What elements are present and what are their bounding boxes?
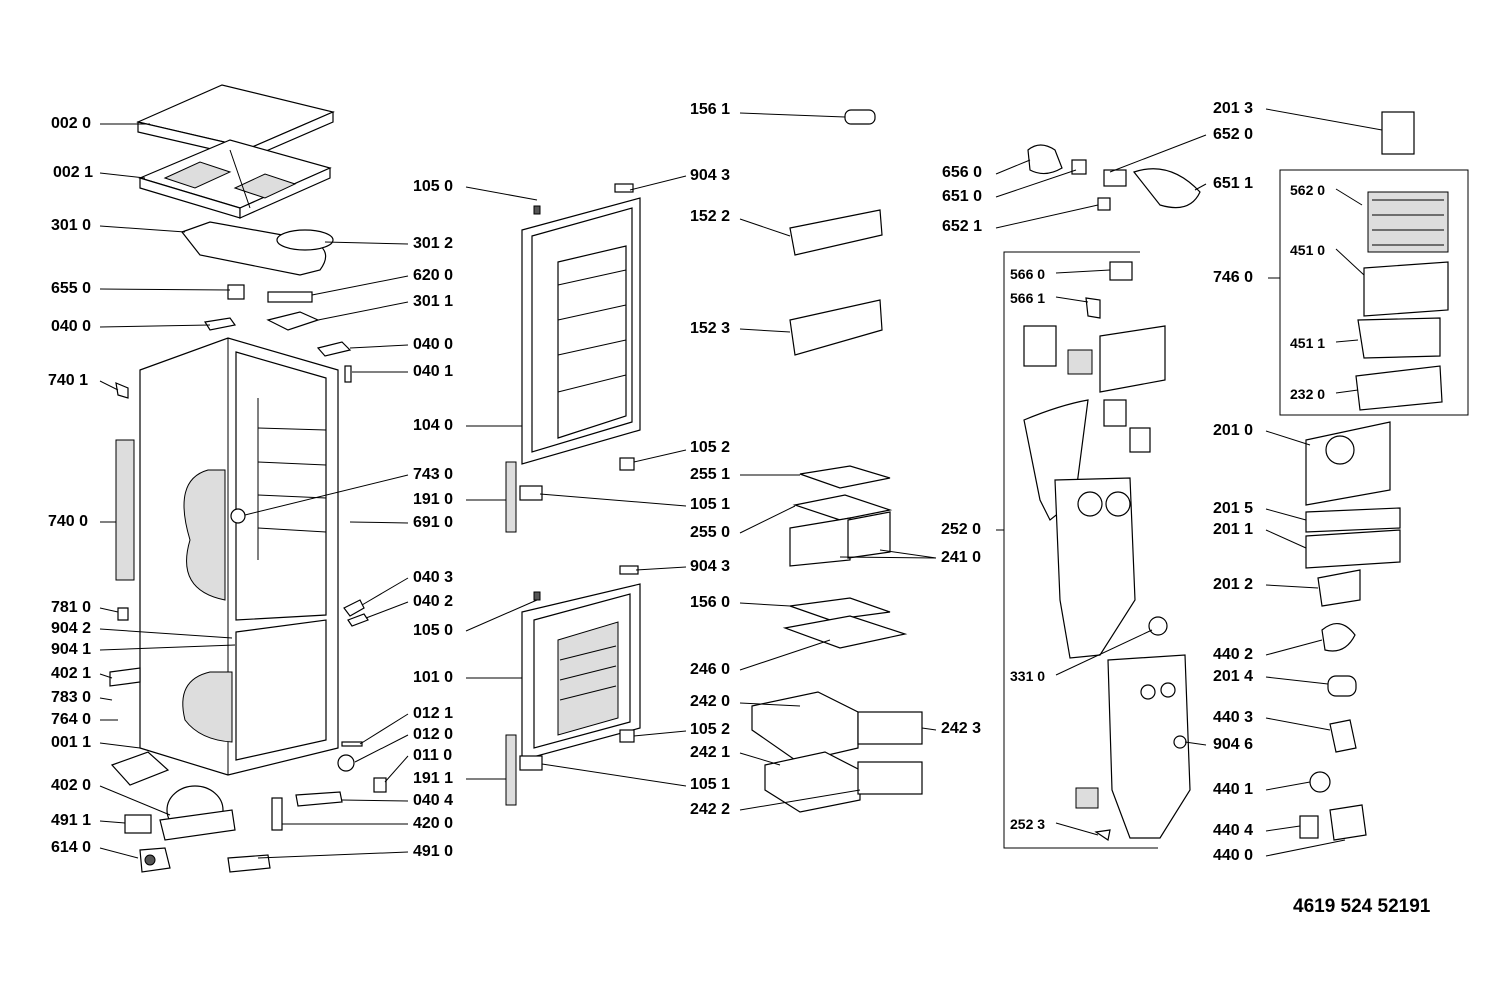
part-label-201-4: 201 4 — [1213, 668, 1254, 685]
part-label-232-0: 232 0 — [1290, 386, 1326, 402]
document-code: 4619 524 52191 — [1293, 896, 1431, 917]
part-label-904-1: 904 1 — [51, 641, 92, 658]
part-label-002-1: 002 1 — [53, 164, 94, 181]
small-hardware-parts — [227, 599, 387, 873]
part-label-242-0: 242 0 — [690, 693, 731, 710]
part-label-740-1: 740 1 — [48, 372, 89, 389]
part-label-566-1: 566 1 — [1010, 290, 1046, 306]
part-label-201-1: 201 1 — [1213, 521, 1254, 538]
part-label-301-0: 301 0 — [51, 217, 92, 234]
part-label-740-0: 740 0 — [48, 513, 89, 530]
part-label-201-5: 201 5 — [1213, 500, 1254, 517]
part-label-614-0: 614 0 — [51, 839, 92, 856]
top-frame-part — [138, 139, 332, 219]
part-label-012-0: 012 0 — [413, 726, 454, 743]
part-label-402-1: 402 1 — [51, 665, 92, 682]
shelves-and-drawers-parts — [619, 109, 923, 813]
control-housing-part — [115, 221, 352, 399]
part-label-440-4: 440 4 — [1213, 822, 1254, 839]
part-label-241-0: 241 0 — [941, 549, 982, 566]
upper-door-part — [505, 183, 641, 533]
part-label-451-0: 451 0 — [1290, 242, 1326, 258]
part-label-651-0: 651 0 — [942, 188, 983, 205]
part-label-420-0: 420 0 — [413, 815, 454, 832]
part-label-040-1: 040 1 — [413, 363, 454, 380]
part-label-105-2-upper: 105 2 — [690, 439, 731, 456]
part-label-255-0: 255 0 — [690, 524, 731, 541]
part-label-105-0-upper: 105 0 — [413, 178, 454, 195]
part-label-040-4: 040 4 — [413, 792, 454, 809]
part-label-764-0: 764 0 — [51, 711, 92, 728]
part-label-156-0: 156 0 — [690, 594, 731, 611]
part-label-781-0: 781 0 — [51, 599, 92, 616]
part-label-246-0: 246 0 — [690, 661, 731, 678]
part-label-002-0: 002 0 — [51, 115, 92, 132]
fan-motor-group — [1299, 421, 1401, 841]
part-label-040-3: 040 3 — [413, 569, 454, 586]
part-label-242-2: 242 2 — [690, 801, 731, 818]
part-label-011-0: 011 0 — [413, 747, 453, 764]
part-label-040-0-right: 040 0 — [413, 336, 454, 353]
part-label-904-2: 904 2 — [51, 620, 92, 637]
part-label-201-0: 201 0 — [1213, 422, 1254, 439]
part-label-451-1: 451 1 — [1290, 335, 1326, 351]
part-label-252-3: 252 3 — [1010, 816, 1046, 832]
part-label-191-1: 191 1 — [413, 770, 454, 787]
part-label-620-0: 620 0 — [413, 267, 454, 284]
part-label-440-1: 440 1 — [1213, 781, 1254, 798]
part-label-201-2: 201 2 — [1213, 576, 1254, 593]
part-label-746-0: 746 0 — [1213, 269, 1254, 286]
part-label-040-2: 040 2 — [413, 593, 454, 610]
part-label-105-0-lower: 105 0 — [413, 622, 454, 639]
part-label-001-1: 001 1 — [51, 734, 92, 751]
condenser-group — [1279, 111, 1469, 416]
part-label-191-0: 191 0 — [413, 491, 454, 508]
part-label-105-1-upper: 105 1 — [690, 496, 731, 513]
part-label-904-6: 904 6 — [1213, 736, 1254, 753]
part-label-562-0: 562 0 — [1290, 182, 1326, 198]
compressor-part — [124, 785, 236, 873]
part-label-440-0: 440 0 — [1213, 847, 1254, 864]
part-label-652-1: 652 1 — [942, 218, 983, 235]
part-label-012-1: 012 1 — [413, 705, 454, 722]
part-label-331-0: 331 0 — [1010, 668, 1046, 684]
part-label-904-3-upper: 904 3 — [690, 167, 731, 184]
part-label-255-1: 255 1 — [690, 466, 731, 483]
part-label-301-2: 301 2 — [413, 235, 454, 252]
part-label-566-0: 566 0 — [1010, 266, 1046, 282]
part-label-655-0: 655 0 — [51, 280, 92, 297]
part-label-491-0: 491 0 — [413, 843, 454, 860]
lower-door-part — [505, 565, 641, 806]
part-label-656-0: 656 0 — [942, 164, 983, 181]
part-label-156-1: 156 1 — [690, 101, 731, 118]
part-label-105-1-lower: 105 1 — [690, 776, 731, 793]
part-label-252-0: 252 0 — [941, 521, 982, 538]
part-label-491-1: 491 1 — [51, 812, 92, 829]
part-label-104-0: 104 0 — [413, 417, 454, 434]
part-label-201-3: 201 3 — [1213, 100, 1254, 117]
fan-duct-group — [1003, 251, 1191, 849]
part-label-242-1: 242 1 — [690, 744, 731, 761]
part-label-783-0: 783 0 — [51, 689, 92, 706]
part-label-152-3: 152 3 — [690, 320, 731, 337]
part-label-691-0: 691 0 — [413, 514, 454, 531]
part-label-105-2-lower: 105 2 — [690, 721, 731, 738]
part-label-301-1: 301 1 — [413, 293, 454, 310]
leader-lines — [99, 108, 1383, 859]
part-label-651-1: 651 1 — [1213, 175, 1254, 192]
part-label-652-0: 652 0 — [1213, 126, 1254, 143]
part-label-152-2: 152 2 — [690, 208, 731, 225]
part-label-904-3-lower: 904 3 — [690, 558, 731, 575]
part-label-040-0-left: 040 0 — [51, 318, 92, 335]
cabinet-part — [109, 337, 339, 786]
part-label-242-3: 242 3 — [941, 720, 982, 737]
part-label-101-0: 101 0 — [413, 669, 454, 686]
part-label-440-2: 440 2 — [1213, 646, 1254, 663]
part-label-743-0: 743 0 — [413, 466, 454, 483]
part-label-402-0: 402 0 — [51, 777, 92, 794]
part-label-440-3: 440 3 — [1213, 709, 1254, 726]
